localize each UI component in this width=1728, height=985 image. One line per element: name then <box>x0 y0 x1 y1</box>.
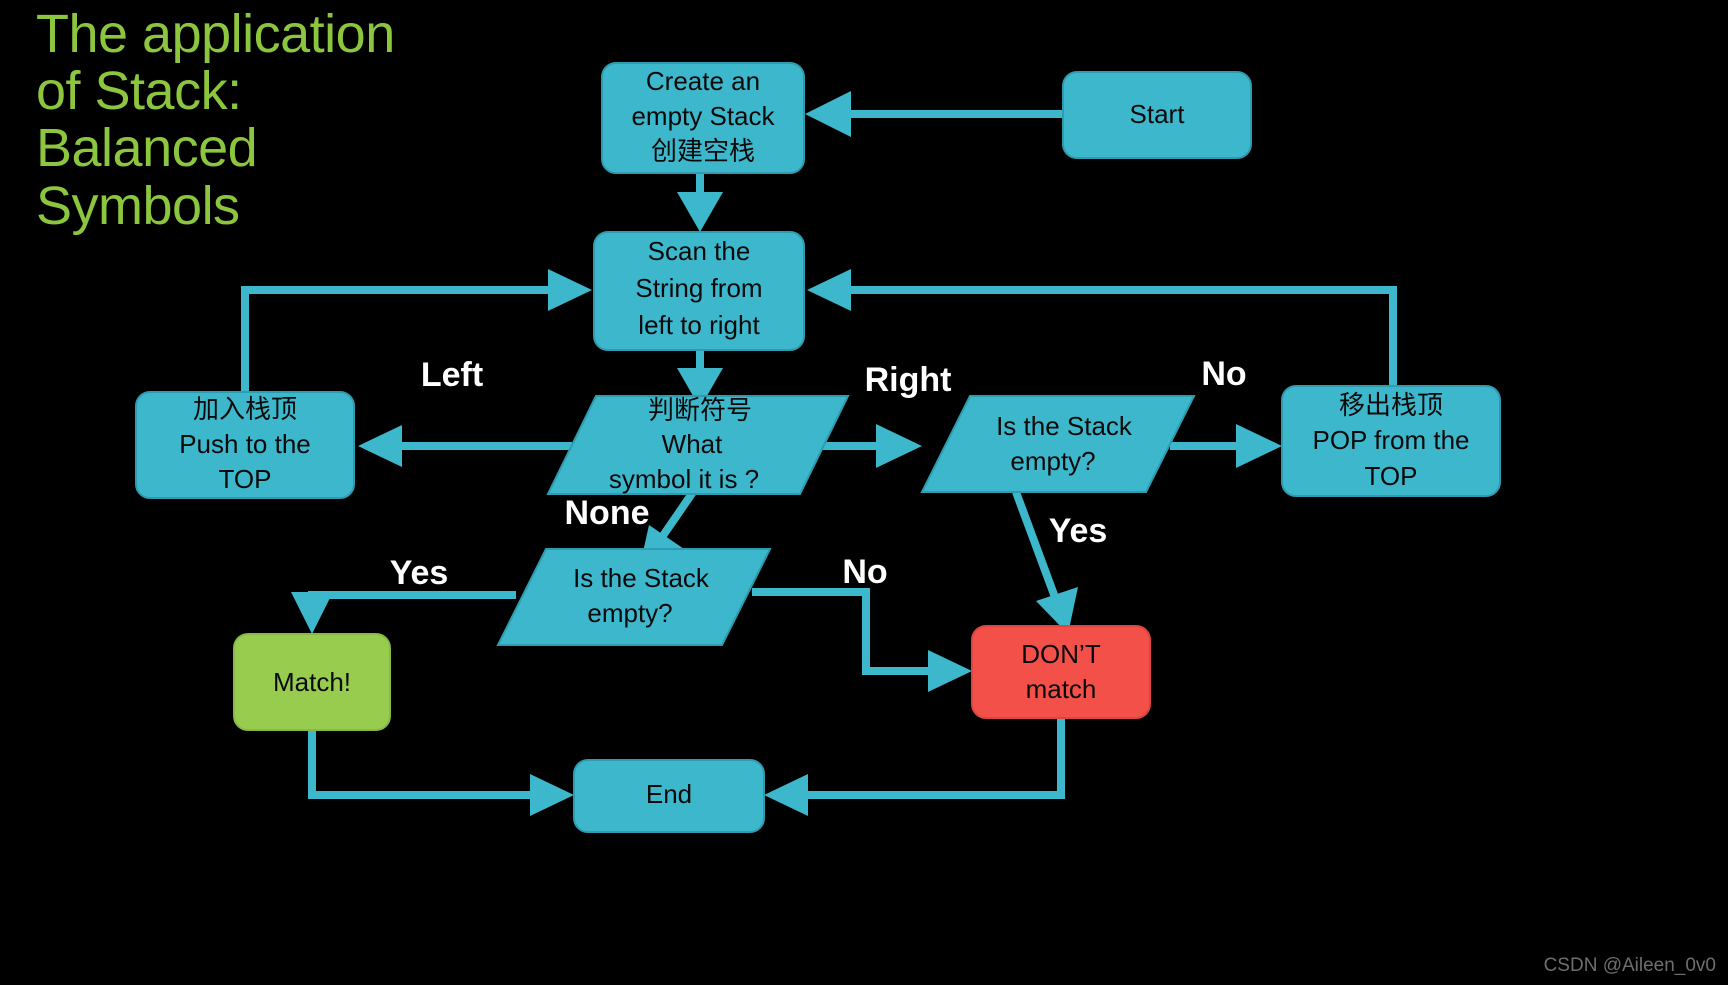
edge-emptybot-to-dontmatch <box>752 588 972 692</box>
node-pop-line3: TOP <box>1365 461 1418 491</box>
csdn-watermark: CSDN @Aileen_0v0 <box>1543 955 1716 976</box>
node-push-to-top[interactable]: 加入栈顶 Push to the TOP <box>135 391 355 499</box>
node-create-line3: 创建空栈 <box>651 136 755 166</box>
node-is-stack-empty-upper[interactable]: Is the Stack empty? <box>920 395 1196 493</box>
node-create-empty-stack[interactable]: Create an empty Stack 创建空栈 <box>601 62 805 174</box>
node-is-stack-empty-lower[interactable]: Is the Stack empty? <box>496 548 772 646</box>
node-match[interactable]: Match! <box>233 633 391 731</box>
node-create-line2: empty Stack <box>631 101 775 131</box>
edge-emptytop-to-dontmatch <box>1012 490 1078 634</box>
edge-dontmatch-to-end <box>764 718 1065 816</box>
node-push-line3: TOP <box>219 464 272 494</box>
node-push-line2: Push to the <box>179 429 311 459</box>
node-match-label: Match! <box>273 667 351 697</box>
node-scan-string[interactable]: Scan the String from left to right <box>593 231 805 351</box>
edge-push-to-scan <box>241 269 592 392</box>
connectors <box>241 91 1397 816</box>
node-end[interactable]: End <box>573 759 765 833</box>
node-start[interactable]: Start <box>1062 71 1252 159</box>
edge-label-none: None <box>565 494 650 532</box>
node-symbol-line3: symbol it is ? <box>609 464 759 494</box>
node-pop-line1: 移出栈顶 <box>1339 390 1443 420</box>
node-emptybot-line2: empty? <box>587 598 672 628</box>
node-emptytop-line1: Is the Stack <box>996 411 1133 441</box>
edge-label-right: Right <box>865 361 952 399</box>
edge-label-yes-bot: Yes <box>390 554 449 592</box>
node-scan-line3: left to right <box>638 310 760 340</box>
page-title: The application of Stack: Balanced Symbo… <box>36 4 395 236</box>
node-start-label: Start <box>1130 99 1186 129</box>
node-scan-line1: Scan the <box>648 236 751 266</box>
node-what-symbol[interactable]: 判断符号 What symbol it is ? <box>546 395 850 495</box>
edge-label-yes-top: Yes <box>1049 512 1108 550</box>
node-dont-match[interactable]: DON’T match <box>971 625 1151 719</box>
node-pop-line2: POP from the <box>1312 425 1469 455</box>
edge-pop-to-scan <box>807 269 1397 386</box>
node-symbol-line2: What <box>662 429 723 459</box>
node-create-line1: Create an <box>646 66 760 96</box>
node-push-line1: 加入栈顶 <box>193 394 297 424</box>
node-scan-line2: String from <box>635 273 762 303</box>
edge-create-to-scan <box>677 173 723 232</box>
node-dont-line2: match <box>1026 674 1097 704</box>
edge-emptybot-to-match <box>291 591 516 634</box>
edge-symbol-to-push <box>358 425 572 467</box>
node-emptybot-line1: Is the Stack <box>573 563 710 593</box>
node-symbol-line1: 判断符号 <box>648 395 752 425</box>
edge-match-to-end <box>308 730 574 816</box>
edge-label-no-bot: No <box>842 553 887 591</box>
edge-label-left: Left <box>421 356 483 394</box>
node-dont-line1: DON’T <box>1021 639 1101 669</box>
node-emptytop-line2: empty? <box>1010 446 1095 476</box>
edge-labels: Left Right No None Yes Yes No <box>390 355 1247 592</box>
edge-scan-to-symbol <box>677 350 723 408</box>
node-end-label: End <box>646 779 692 809</box>
edge-label-no-top: No <box>1201 355 1246 393</box>
edge-start-to-create <box>805 91 1063 137</box>
edge-emptytop-to-pop <box>1170 424 1282 468</box>
node-pop-from-top[interactable]: 移出栈顶 POP from the TOP <box>1281 385 1501 497</box>
